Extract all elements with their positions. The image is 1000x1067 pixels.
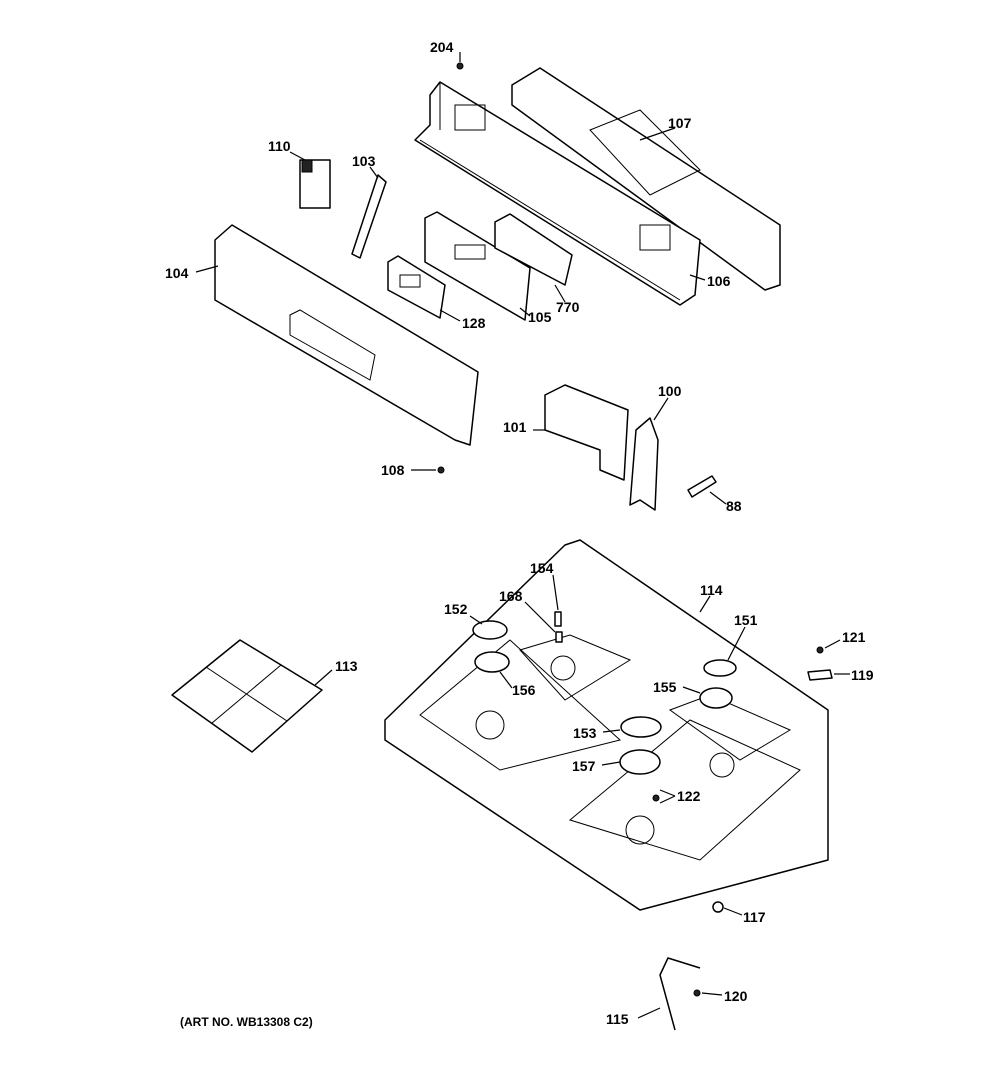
part-122-screw [652, 794, 660, 802]
callout-155: 155 [653, 679, 677, 695]
part-152-cap [472, 620, 508, 640]
callout-168: 168 [499, 588, 523, 604]
art-number: (ART NO. WB13308 C2) [180, 1015, 313, 1029]
callout-114: 114 [700, 582, 723, 598]
part-104-control-panel [214, 224, 479, 446]
part-120-screw [693, 989, 701, 997]
callout-204: 204 [430, 39, 454, 55]
part-106-backsplash-frame [414, 81, 701, 306]
part-114-cooktop [384, 539, 829, 911]
callout-117: 117 [743, 909, 766, 925]
part-113-grate [171, 639, 323, 753]
callout-107: 107 [668, 115, 692, 131]
callout-101: 101 [503, 419, 527, 435]
callout-113: 113 [335, 658, 358, 674]
part-168-orifice [555, 631, 563, 643]
callout-88: 88 [726, 498, 742, 514]
part-153-cap [620, 716, 662, 738]
part-107-rear-cover [511, 67, 781, 291]
callout-152: 152 [444, 601, 468, 617]
callout-103: 103 [352, 153, 376, 169]
part-154-orifice [554, 611, 562, 627]
part-100-end-cap [629, 417, 659, 511]
part-155-burner-head [699, 687, 733, 709]
part-770-keypad [494, 213, 573, 286]
part-117-nut [712, 901, 724, 913]
callout-105: 105 [528, 309, 552, 325]
callout-119: 119 [851, 667, 874, 683]
part-101-shield [544, 384, 629, 481]
callout-157: 157 [572, 758, 596, 774]
callout-100: 100 [658, 383, 682, 399]
callout-122: 122 [677, 788, 701, 804]
part-115-rod [659, 957, 701, 1031]
part-105-control-board [424, 211, 531, 321]
part-108-screw [437, 466, 445, 474]
part-151-cap [703, 659, 737, 677]
part-88-clip [687, 475, 717, 498]
part-157-burner-head [619, 749, 661, 775]
callout-154: 154 [530, 560, 554, 576]
callout-121: 121 [842, 629, 866, 645]
callout-120: 120 [724, 988, 748, 1004]
callout-110: 110 [268, 138, 291, 154]
callout-153: 153 [573, 725, 597, 741]
callout-106: 106 [707, 273, 731, 289]
callout-770: 770 [556, 299, 580, 315]
part-128-overlay [387, 255, 446, 319]
callout-156: 156 [512, 682, 536, 698]
part-119-bracket [807, 669, 833, 681]
callout-104: 104 [165, 265, 189, 281]
leader-lines [195, 52, 850, 1019]
part-110-switch [299, 159, 331, 209]
callout-151: 151 [734, 612, 758, 628]
callout-128: 128 [462, 315, 486, 331]
callout-115: 115 [606, 1011, 629, 1027]
part-103-bracket [351, 174, 387, 259]
callout-108: 108 [381, 462, 405, 478]
part-204-screw [456, 62, 464, 70]
part-156-burner-head [474, 651, 510, 673]
part-121-screw [816, 646, 824, 654]
